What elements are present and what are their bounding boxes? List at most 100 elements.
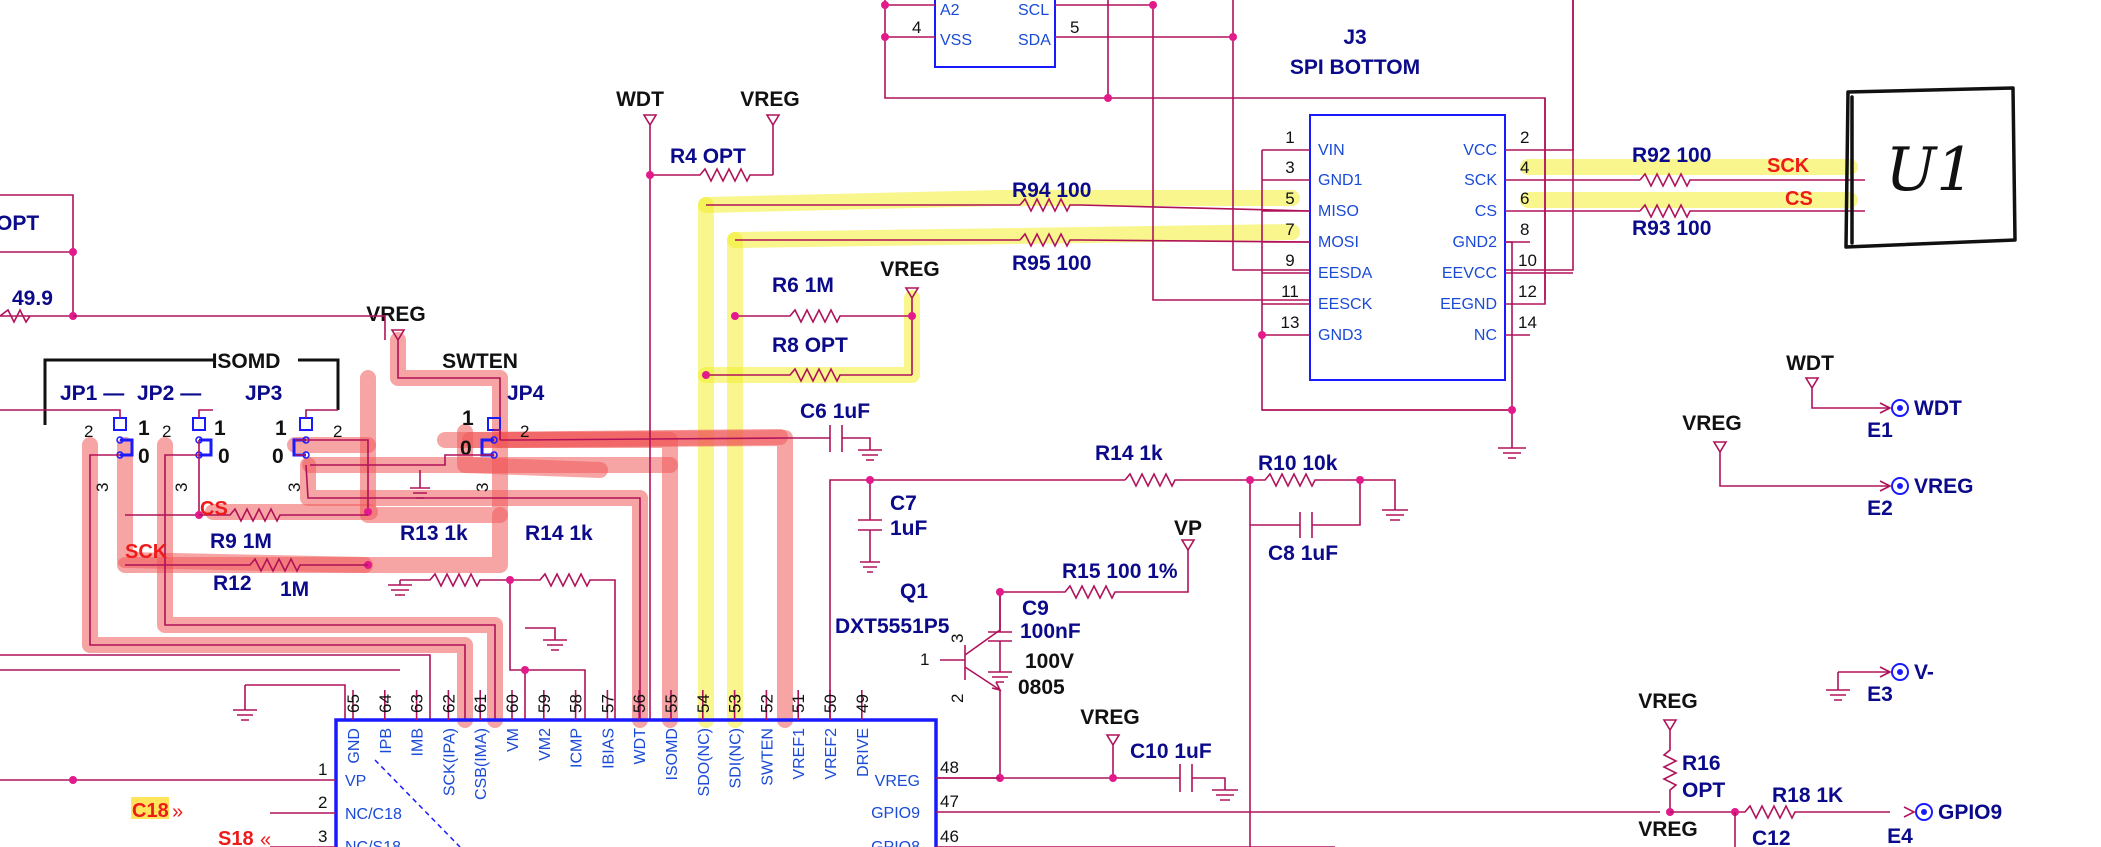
e3-net: V- bbox=[1914, 661, 1934, 684]
j3-pin-gnd3: GND3 bbox=[1318, 327, 1363, 344]
svg-text:1: 1 bbox=[920, 650, 929, 669]
c6-label: C6 1uF bbox=[800, 400, 870, 423]
u1-label: U1 bbox=[1886, 135, 1975, 205]
ic-top-pin-num: 60 bbox=[503, 694, 522, 713]
pad-e4-icon[interactable] bbox=[1915, 803, 1933, 821]
vreg-net-label-4: VREG bbox=[366, 303, 426, 326]
j3-pin-gnd1: GND1 bbox=[1318, 172, 1363, 189]
svg-text:1: 1 bbox=[138, 417, 150, 440]
svg-text:2: 2 bbox=[1520, 128, 1529, 147]
jumper-area: ISOMD SWTEN VREG JP1 — JP2 — JP3 JP4 1 0… bbox=[0, 303, 786, 720]
svg-text:3: 3 bbox=[93, 483, 112, 492]
r10-r11-c7-c8: C7 1uF R14 1k R10 10k C8 1uF bbox=[829, 442, 1408, 847]
r11-label: R10 10k bbox=[1258, 452, 1338, 475]
ic-top-pin-num: 59 bbox=[535, 694, 554, 713]
ic-top-pin-num: 51 bbox=[789, 694, 808, 713]
top-ic-pin-vss: VSS bbox=[940, 32, 972, 49]
ic-pin-nc-s18: NC/S18 bbox=[345, 839, 401, 847]
j3-pin-miso: MISO bbox=[1318, 203, 1359, 220]
ic-top-pin-num: 54 bbox=[694, 694, 713, 713]
svg-text:46: 46 bbox=[940, 827, 959, 846]
e3-ref: E3 bbox=[1867, 683, 1893, 706]
svg-text:14: 14 bbox=[1518, 313, 1537, 332]
c10-label: C10 1uF bbox=[1130, 740, 1212, 763]
j3-pin-sck: SCK bbox=[1464, 172, 1497, 189]
top-ic-pin-scl: SCL bbox=[1018, 2, 1049, 19]
jp1-label: JP1 — bbox=[60, 382, 124, 405]
r18-label: R18 1K bbox=[1772, 784, 1843, 807]
vreg-net-label-7: VREG bbox=[1638, 818, 1698, 841]
j3-pin-eevcc: EEVCC bbox=[1442, 265, 1497, 282]
ic-top-pin-name: VREF2 bbox=[823, 728, 840, 780]
svg-text:1: 1 bbox=[1285, 128, 1294, 147]
e1-net: WDT bbox=[1914, 397, 1962, 420]
svg-text:4: 4 bbox=[1520, 158, 1529, 177]
jp4-label: JP4 bbox=[507, 382, 545, 405]
j3-pin-eesck: EESCK bbox=[1318, 296, 1373, 313]
svg-text:12: 12 bbox=[1518, 282, 1537, 301]
r8-label: R8 OPT bbox=[772, 334, 848, 357]
c6-capacitor: C6 1uF bbox=[785, 400, 882, 461]
svg-text:0: 0 bbox=[218, 445, 230, 468]
svg-text:3: 3 bbox=[172, 483, 191, 492]
c9-val: 100nF bbox=[1020, 620, 1081, 643]
pad-e3-icon[interactable] bbox=[1891, 663, 1909, 681]
ic-top-pin-name: IPB bbox=[378, 728, 395, 754]
top-ic-pinnum-5: 5 bbox=[1070, 18, 1079, 37]
ic-top-pin-name: CSB(IMA) bbox=[473, 728, 490, 800]
ic-top-pin-name: VREF1 bbox=[791, 728, 808, 780]
r12-ref: R12 bbox=[213, 572, 252, 595]
svg-text:3: 3 bbox=[473, 483, 492, 492]
c8-label: C8 1uF bbox=[1268, 542, 1338, 565]
c18-tag: C18 bbox=[132, 800, 169, 822]
svg-text:8: 8 bbox=[1520, 220, 1529, 239]
ic-top-pin-num: 56 bbox=[630, 694, 649, 713]
pad-e1-icon[interactable] bbox=[1891, 399, 1909, 417]
ic-top-pin-num: 49 bbox=[853, 694, 872, 713]
c10-vreg: VREG C10 1uF bbox=[935, 706, 1238, 801]
r14-label: R14 1k bbox=[525, 522, 593, 545]
pad-e2-icon[interactable] bbox=[1891, 477, 1909, 495]
vreg-net-label-3: VREG bbox=[1080, 706, 1140, 729]
top-ic-fragment: A2 VSS SCL SDA 4 5 bbox=[881, 0, 1574, 301]
svg-text:47: 47 bbox=[940, 792, 959, 811]
r-left-val: 49.9 bbox=[12, 287, 53, 310]
edge-pads: WDT WDT E1 VREG VREG E2 V- E3 VREG R16 O… bbox=[1638, 352, 2002, 847]
u1-handdrawn-box: U1 bbox=[1844, 86, 2017, 249]
ic-top-pin-num: 65 bbox=[344, 694, 363, 713]
cs-annotation-right: CS bbox=[1785, 188, 1813, 210]
j3-pin-nc: NC bbox=[1474, 327, 1497, 344]
s18-tag: S18 bbox=[218, 828, 254, 847]
ic-top-pin-name: SDO(NC) bbox=[696, 728, 713, 796]
ic-pin-gpio9: GPIO9 bbox=[871, 805, 920, 822]
left-edge-fragments: OPT 49.9 bbox=[0, 194, 386, 340]
vreg-net-label-2: VREG bbox=[880, 258, 940, 281]
r16-ref: R16 bbox=[1682, 752, 1721, 775]
svg-text:2: 2 bbox=[948, 694, 967, 703]
top-ic-pinnum-4: 4 bbox=[912, 18, 921, 37]
r10-label: R14 1k bbox=[1095, 442, 1163, 465]
q1-ref: Q1 bbox=[900, 580, 928, 603]
isomd-title: ISOMD bbox=[212, 350, 281, 373]
r16-val: OPT bbox=[1682, 779, 1725, 802]
r95-label: R95 100 bbox=[1012, 252, 1091, 275]
j3-pin-vcc: VCC bbox=[1463, 142, 1497, 159]
ic-top-pin-name: DRIVE bbox=[855, 728, 872, 777]
j3-connector: J3 SPI BOTTOM 1 3 5 7 9 11 13 VIN GND1 M… bbox=[1258, 0, 1574, 459]
svg-text:«: « bbox=[260, 829, 271, 847]
e1-ref: E1 bbox=[1867, 419, 1893, 442]
r93-label: R93 100 bbox=[1632, 217, 1711, 240]
svg-text:2: 2 bbox=[520, 422, 529, 441]
r9-label: R9 1M bbox=[210, 530, 272, 553]
wdt-net-label-2: WDT bbox=[1786, 352, 1834, 375]
svg-text:1: 1 bbox=[214, 417, 226, 440]
top-ic-pin-sda: SDA bbox=[1018, 32, 1051, 49]
ic-top-pin-name: ISOMD bbox=[664, 728, 681, 780]
e2-ref: E2 bbox=[1867, 497, 1893, 520]
swten-title: SWTEN bbox=[442, 350, 518, 373]
svg-text:0: 0 bbox=[460, 437, 472, 460]
ic-pin-nc-c18: NC/C18 bbox=[345, 806, 402, 823]
e2-net: VREG bbox=[1914, 475, 1974, 498]
r6-r8-network: VREG R6 1M R8 OPT bbox=[702, 258, 940, 383]
spi-lines: R94 100 R95 100 R92 100 R93 100 SCK CS bbox=[706, 144, 1865, 275]
